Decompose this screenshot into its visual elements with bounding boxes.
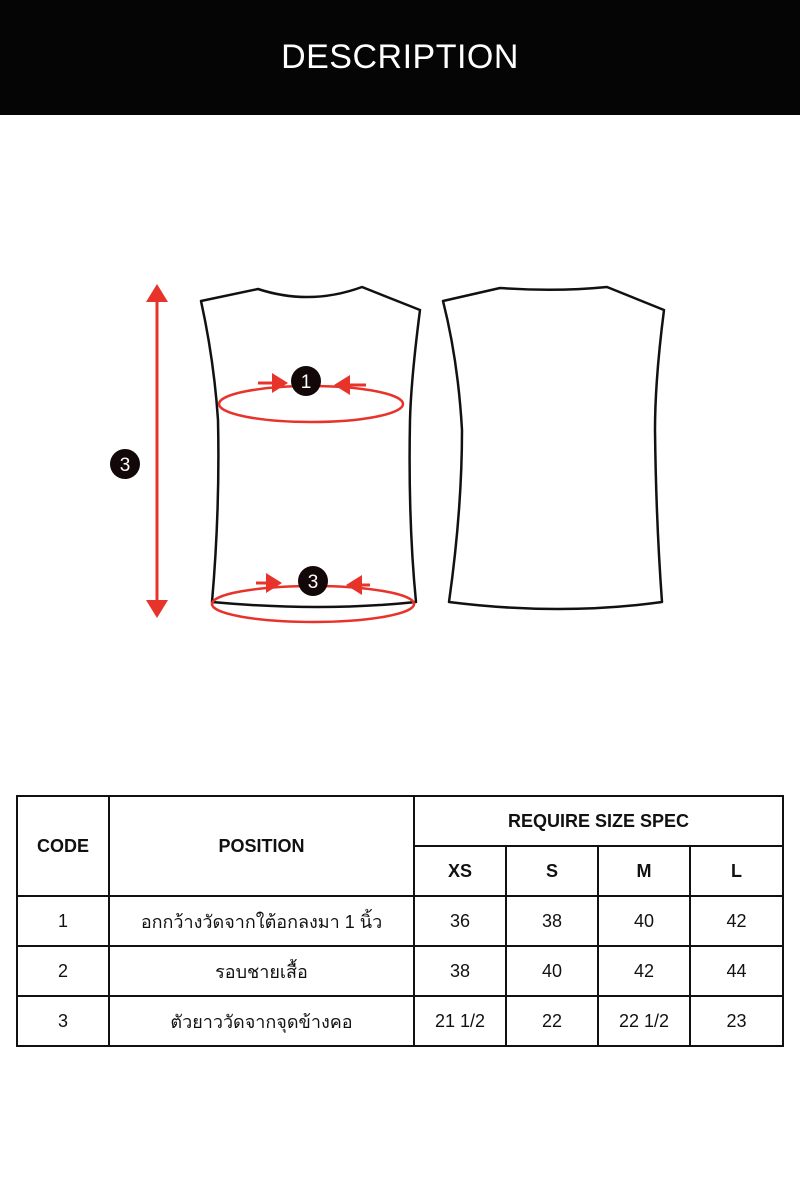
row-position: รอบชายเสื้อ xyxy=(108,945,415,997)
row-value-xs: 38 xyxy=(413,945,507,997)
marker-hem-label: 3 xyxy=(308,572,319,593)
row-value-s: 40 xyxy=(505,945,599,997)
row-value-m: 22 1/2 xyxy=(597,995,691,1047)
header-size-m: M xyxy=(597,845,691,897)
row-code: 1 xyxy=(16,895,110,947)
row-value-m: 42 xyxy=(597,945,691,997)
row-code: 2 xyxy=(16,945,110,997)
row-value-l: 42 xyxy=(688,895,785,947)
marker-hem: 3 xyxy=(298,566,328,596)
row-value-s: 38 xyxy=(505,895,599,947)
row-value-l: 44 xyxy=(688,945,785,997)
row-value-l: 23 xyxy=(688,995,785,1047)
row-value-s: 22 xyxy=(505,995,599,1047)
marker-chest: 1 xyxy=(291,366,321,396)
marker-length-label: 3 xyxy=(120,455,131,476)
row-position: อกกว้างวัดจากใต้อกลงมา 1 นิ้ว xyxy=(108,895,415,947)
back-garment-outline xyxy=(441,285,666,611)
row-code: 3 xyxy=(16,995,110,1047)
header-position: POSITION xyxy=(108,795,415,897)
table-row: 1 อกกว้างวัดจากใต้อกลงมา 1 นิ้ว 36 38 40… xyxy=(16,895,785,947)
row-value-xs: 36 xyxy=(413,895,507,947)
header-code: CODE xyxy=(16,795,110,897)
garment-illustration: 1 3 3 xyxy=(110,284,666,624)
header-size-s: S xyxy=(505,845,599,897)
length-arrow xyxy=(146,284,168,618)
size-spec-table: CODE POSITION REQUIRE SIZE SPEC XS S M L… xyxy=(16,795,785,1047)
page-title: DESCRIPTION xyxy=(281,38,519,76)
header-size-xs: XS xyxy=(413,845,507,897)
header-require-size-spec: REQUIRE SIZE SPEC xyxy=(412,795,785,847)
header-size-l: L xyxy=(688,845,785,897)
marker-chest-label: 1 xyxy=(301,372,312,393)
row-value-xs: 21 1/2 xyxy=(413,995,507,1047)
garment-diagram: 1 3 3 xyxy=(0,115,800,755)
table-row: 3 ตัวยาววัดจากจุดข้างคอ 21 1/2 22 22 1/2… xyxy=(16,995,785,1047)
row-position: ตัวยาววัดจากจุดข้างคอ xyxy=(108,995,415,1047)
header-bar: DESCRIPTION xyxy=(0,0,800,115)
front-garment-outline xyxy=(199,285,422,609)
row-value-m: 40 xyxy=(597,895,691,947)
table-row: 2 รอบชายเสื้อ 38 40 42 44 xyxy=(16,945,785,997)
marker-length: 3 xyxy=(110,449,140,479)
